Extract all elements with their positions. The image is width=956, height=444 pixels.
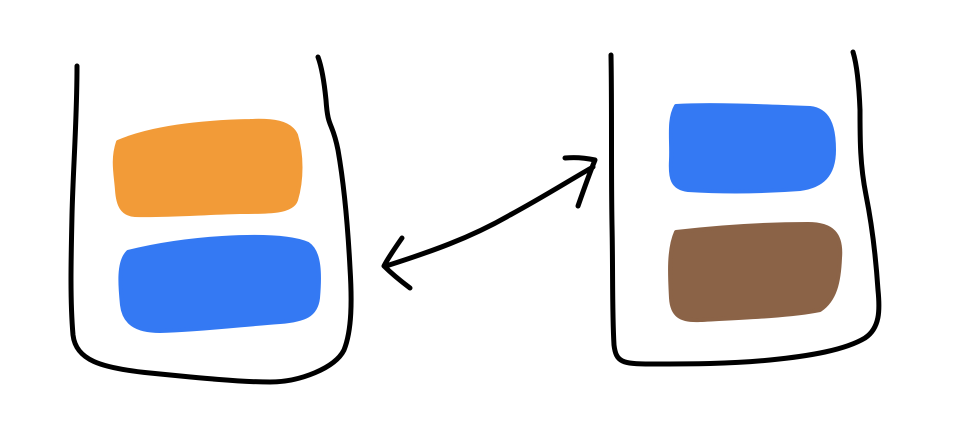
right-layer-brown (668, 222, 843, 323)
right-container-outline (608, 49, 882, 367)
arrow-shaft (383, 164, 596, 269)
left-container (68, 54, 354, 385)
bidirectional-arrow (381, 155, 598, 291)
arrow-head-right (562, 155, 598, 209)
arrow-head-left (381, 235, 413, 291)
left-layer-orange (112, 118, 303, 218)
left-container-outline (68, 54, 354, 385)
right-layer-blue (668, 103, 836, 194)
left-layer-blue (118, 234, 321, 333)
right-container (608, 49, 882, 367)
